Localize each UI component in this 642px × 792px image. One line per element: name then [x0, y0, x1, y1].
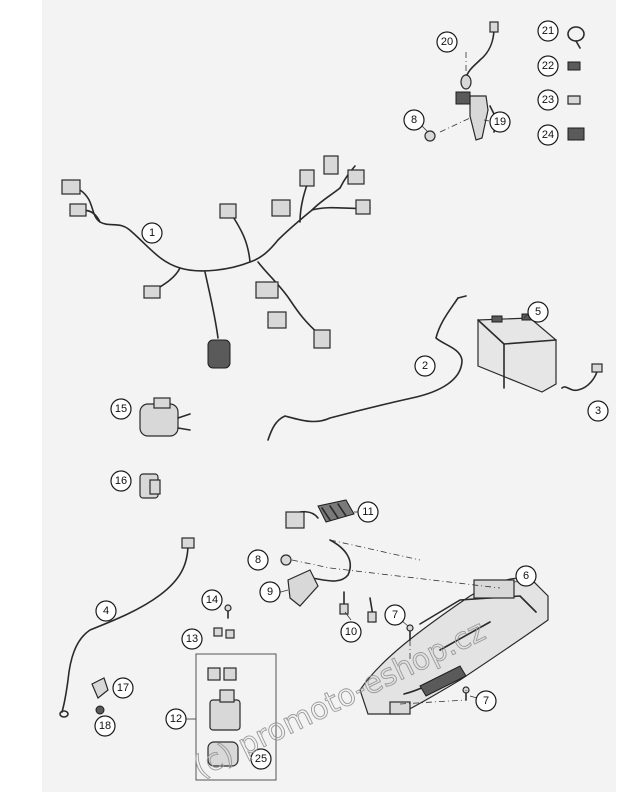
sensor-bracket — [455, 91, 497, 141]
callout-label: 5 — [535, 306, 541, 318]
callout-15: 15 — [110, 398, 132, 420]
callout-label: 15 — [115, 403, 127, 415]
callout-20: 20 — [436, 31, 458, 53]
callout-label: 16 — [115, 475, 127, 487]
callout-label: 25 — [255, 753, 267, 765]
nut-small — [95, 705, 105, 715]
callout-23: 23 — [537, 89, 559, 111]
callout-21: 21 — [537, 20, 559, 42]
callout-17: 17 — [112, 677, 134, 699]
main-wiring-harness — [61, 155, 371, 369]
voltage-regulator — [285, 499, 355, 529]
callout-label: 10 — [345, 626, 357, 638]
callout-label: 11 — [362, 506, 373, 518]
callout-label: 23 — [542, 94, 554, 106]
callout-label: 21 — [542, 25, 554, 37]
callout-22: 22 — [537, 55, 559, 77]
callout-7-upper: 7 — [384, 604, 406, 626]
callout-3: 3 — [587, 400, 609, 422]
callout-label: 19 — [494, 116, 506, 128]
small-screw — [224, 604, 232, 619]
callout-label: 3 — [595, 405, 601, 417]
nut-8-lower — [280, 554, 292, 566]
alignment-lines — [291, 52, 501, 705]
callout-label: 12 — [170, 713, 182, 725]
callout-18: 18 — [94, 715, 116, 737]
callout-label: 6 — [523, 570, 529, 582]
connector-24 — [567, 127, 585, 141]
callout-label: 4 — [103, 605, 109, 617]
cable-tie — [567, 26, 585, 49]
cable-3 — [561, 363, 603, 392]
fuse-set — [213, 627, 235, 639]
callout-14: 14 — [201, 589, 223, 611]
callout-label: 24 — [542, 129, 554, 141]
callout-16: 16 — [110, 470, 132, 492]
callout-5: 5 — [527, 301, 549, 323]
battery-holder — [359, 577, 549, 715]
fuse-box-group — [195, 653, 277, 781]
callout-4: 4 — [95, 600, 117, 622]
callout-12: 12 — [165, 708, 187, 730]
cable-2 — [267, 295, 467, 441]
callout-8-upper: 8 — [403, 109, 425, 131]
cover-cap — [139, 473, 161, 499]
battery — [477, 313, 557, 393]
wire-connector-20 — [460, 21, 499, 90]
callout-24: 24 — [537, 124, 559, 146]
callout-label: 7 — [483, 695, 489, 707]
callout-6: 6 — [515, 565, 537, 587]
callout-label: 8 — [255, 554, 261, 566]
callout-label: 1 — [149, 227, 155, 239]
callout-1: 1 — [141, 222, 163, 244]
screw-7-upper — [406, 624, 414, 641]
callout-label: 17 — [117, 682, 129, 694]
terminal-boot — [91, 677, 109, 699]
callout-label: 18 — [99, 720, 111, 732]
diagram-background — [42, 0, 616, 792]
nut-8-upper — [424, 130, 436, 142]
callout-10: 10 — [340, 621, 362, 643]
sensor-wiring — [287, 539, 377, 623]
starter-relay — [139, 397, 191, 437]
callout-label: 13 — [186, 633, 198, 645]
callout-19: 19 — [489, 111, 511, 133]
clip-22 — [567, 61, 581, 71]
clip-23 — [567, 95, 581, 105]
callout-label: 7 — [392, 609, 398, 621]
callout-label: 2 — [422, 360, 428, 372]
callout-8-lower: 8 — [247, 549, 269, 571]
callout-label: 9 — [267, 586, 273, 598]
callout-label: 22 — [542, 60, 554, 72]
callout-label: 14 — [206, 594, 218, 606]
callout-9: 9 — [259, 581, 281, 603]
callout-label: 8 — [411, 114, 417, 126]
callout-label: 20 — [441, 36, 453, 48]
callout-11: 11 — [357, 501, 379, 523]
callout-13: 13 — [181, 628, 203, 650]
callout-7-lower: 7 — [475, 690, 497, 712]
callout-25: 25 — [250, 748, 272, 770]
callout-2: 2 — [414, 355, 436, 377]
ground-cable — [59, 537, 195, 718]
